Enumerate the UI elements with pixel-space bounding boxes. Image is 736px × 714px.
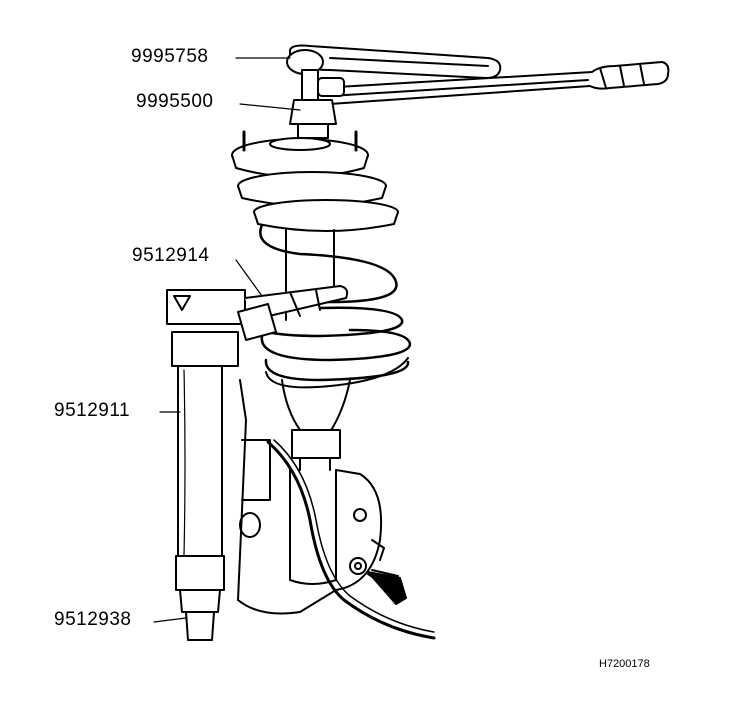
bolt-indicator-arrow: [367, 569, 407, 605]
brake-hose: [266, 439, 436, 640]
figure-id: H7200178: [599, 658, 650, 670]
label-9512911: 9512911: [54, 400, 131, 421]
label-9995500: 9995500: [136, 91, 214, 112]
leader-lines: [153, 57, 301, 623]
label-9512938: 9512938: [54, 609, 132, 630]
damper-body: [281, 229, 351, 585]
upper-spring-seat: [237, 171, 399, 232]
label-9995758: 9995758: [131, 46, 209, 67]
ratchet-wrench-tool: [286, 44, 670, 105]
compressor-hook-arm: [237, 285, 349, 341]
label-9512914: 9512914: [132, 245, 210, 266]
steering-knuckle: [237, 379, 385, 615]
spring-compressor-tool: [166, 289, 246, 641]
top-mount: [231, 130, 369, 178]
socket-holder-tool: [289, 69, 337, 139]
